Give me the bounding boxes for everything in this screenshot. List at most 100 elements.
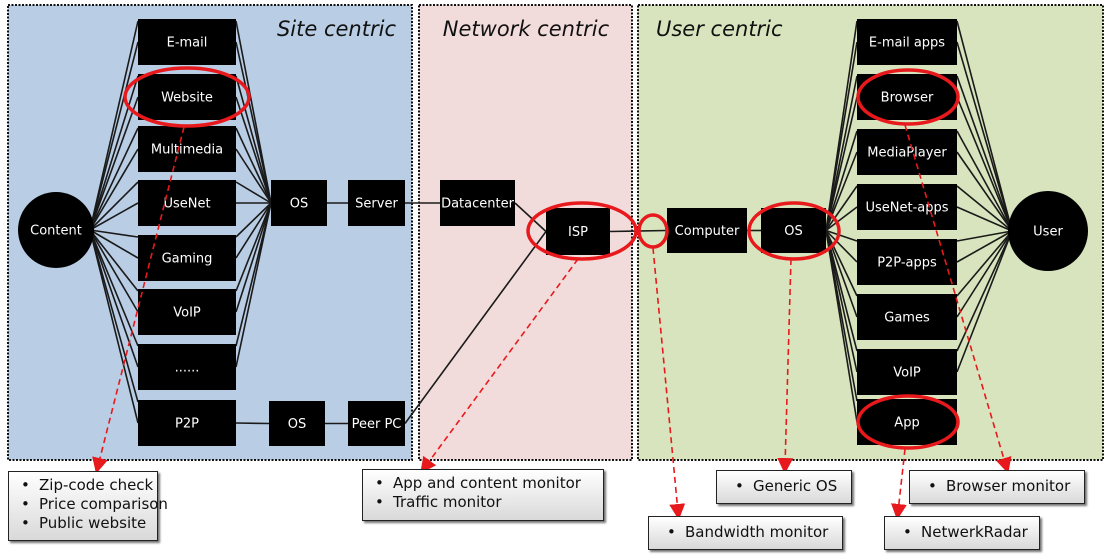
- content-node-label: Content: [30, 224, 82, 239]
- connector-line: [235, 41, 272, 204]
- arrow-os-callout: [777, 258, 794, 474]
- site-app-multimedia: Multimedia: [138, 126, 236, 172]
- connector-line: [956, 230, 1013, 373]
- connector-line: [956, 75, 1013, 232]
- highlight-isp: [526, 201, 638, 261]
- callout-browser-monitor: Browser monitor: [909, 470, 1085, 504]
- connector-line: [956, 130, 1013, 232]
- user-app-e-mail-apps: E-mail apps: [857, 19, 957, 65]
- user-centric-title: User centric: [656, 17, 783, 41]
- connector-line: [956, 41, 1013, 232]
- connector-line: [956, 230, 1013, 263]
- site-app-website-label: Website: [161, 91, 213, 106]
- user-app-p2p-apps: P2P-apps: [857, 239, 957, 285]
- user-app-mediaplayer-label: MediaPlayer: [867, 146, 947, 161]
- connector-line: [89, 127, 139, 231]
- user-app-mediaplayer: MediaPlayer: [857, 129, 957, 175]
- user-os-node-label: OS: [784, 224, 802, 239]
- connector-line: [825, 229, 858, 263]
- callout-item: Price comparison: [21, 495, 168, 514]
- connector-line: [825, 230, 858, 373]
- connector-line: [235, 148, 272, 204]
- site-app-voip: VoIP: [138, 289, 236, 335]
- connector-line: [825, 96, 858, 231]
- connector-line: [956, 230, 1013, 318]
- server-node-label: Server: [355, 197, 398, 212]
- connector-line: [825, 206, 858, 232]
- connector-line: [235, 181, 272, 204]
- site-os-node: OS: [271, 180, 327, 226]
- callout-item: Zip-code check: [21, 476, 153, 495]
- callout-generic-os: Generic OS: [716, 470, 852, 504]
- connector-line: [89, 75, 139, 231]
- connector-line: [89, 229, 139, 403]
- peer-pc-node-label: Peer PC: [352, 417, 402, 432]
- connector-line: [89, 229, 139, 259]
- highlight-website: [123, 66, 251, 128]
- connector-line: [89, 20, 139, 231]
- connector-line: [89, 229, 139, 424]
- connector-line: [825, 229, 858, 242]
- site-app-gaming: Gaming: [138, 235, 236, 281]
- site-centric-title: Site centric: [277, 17, 396, 41]
- user-app-games-label: Games: [884, 311, 930, 326]
- p2p-os-node-label: OS: [288, 417, 306, 432]
- user-node: User: [1008, 191, 1088, 271]
- connector-line: [514, 202, 547, 233]
- arrow-website-callout: [92, 126, 185, 474]
- connector-line: [235, 202, 272, 313]
- connector-line: [235, 96, 272, 204]
- callout-item: Generic OS: [735, 477, 841, 496]
- connector-line: [956, 230, 1013, 242]
- highlight-app: [856, 394, 960, 450]
- arrow-isp-callout: [420, 258, 579, 474]
- callout-item: NetwerkRadar: [903, 523, 1029, 542]
- callout-item: App and content monitor: [375, 474, 593, 493]
- connector-line: [89, 229, 139, 292]
- connector-line: [956, 151, 1013, 232]
- connector-line: [89, 41, 139, 231]
- connector-line: [89, 229, 139, 313]
- connector-line: [89, 148, 139, 231]
- user-app-usenet-apps-label: UseNet-apps: [865, 201, 948, 216]
- site-app-gaming-label: Gaming: [162, 252, 213, 267]
- connector-line: [89, 96, 139, 231]
- connector-line: [235, 202, 272, 292]
- site-app-voip-label: VoIP: [173, 306, 201, 321]
- connector-line: [89, 181, 139, 231]
- callout-item: Browser monitor: [928, 477, 1074, 496]
- connector-line: [404, 231, 547, 424]
- connector-line: [235, 127, 272, 204]
- connector-line: [235, 202, 272, 259]
- callout-item: Public website: [21, 514, 147, 533]
- connector-line: [235, 422, 270, 425]
- user-app-e-mail-apps-label: E-mail apps: [869, 36, 945, 51]
- callout-netwerkradar: NetwerkRadar: [884, 516, 1040, 550]
- connector-line: [825, 230, 858, 423]
- site-app-e-mail-label: E-mail: [167, 36, 208, 51]
- network-centric-title: Network centric: [443, 17, 610, 41]
- site-app-usenet-label: UseNet: [163, 197, 210, 212]
- site-app-website: Website: [138, 74, 236, 120]
- connector-line: [89, 229, 139, 238]
- site-os-node-label: OS: [290, 197, 308, 212]
- user-app-voip: VoIP: [857, 349, 957, 395]
- callout-website: Zip-code checkPrice comparisonPublic web…: [8, 471, 168, 541]
- connector-line: [956, 206, 1013, 232]
- user-app-browser-label: Browser: [881, 91, 934, 106]
- site-app-ellipsis-label: ......: [175, 361, 200, 376]
- server-node: Server: [348, 180, 405, 226]
- arrow-app-callout: [890, 448, 907, 520]
- callout-bandwidth-monitor: Bandwidth monitor: [648, 516, 843, 550]
- isp-node-label: ISP: [568, 225, 588, 240]
- computer-node: Computer: [667, 208, 747, 253]
- site-app-ellipsis: ......: [138, 344, 236, 390]
- connector-line: [89, 229, 139, 368]
- computer-node-label: Computer: [675, 224, 740, 239]
- datacenter-node-label: Datacenter: [441, 197, 515, 212]
- user-app-app-label: App: [894, 416, 919, 431]
- user-app-usenet-apps: UseNet-apps: [857, 184, 957, 230]
- connector-line: [89, 202, 139, 231]
- connector-line: [956, 20, 1013, 232]
- p2p-os-node: OS: [269, 401, 325, 446]
